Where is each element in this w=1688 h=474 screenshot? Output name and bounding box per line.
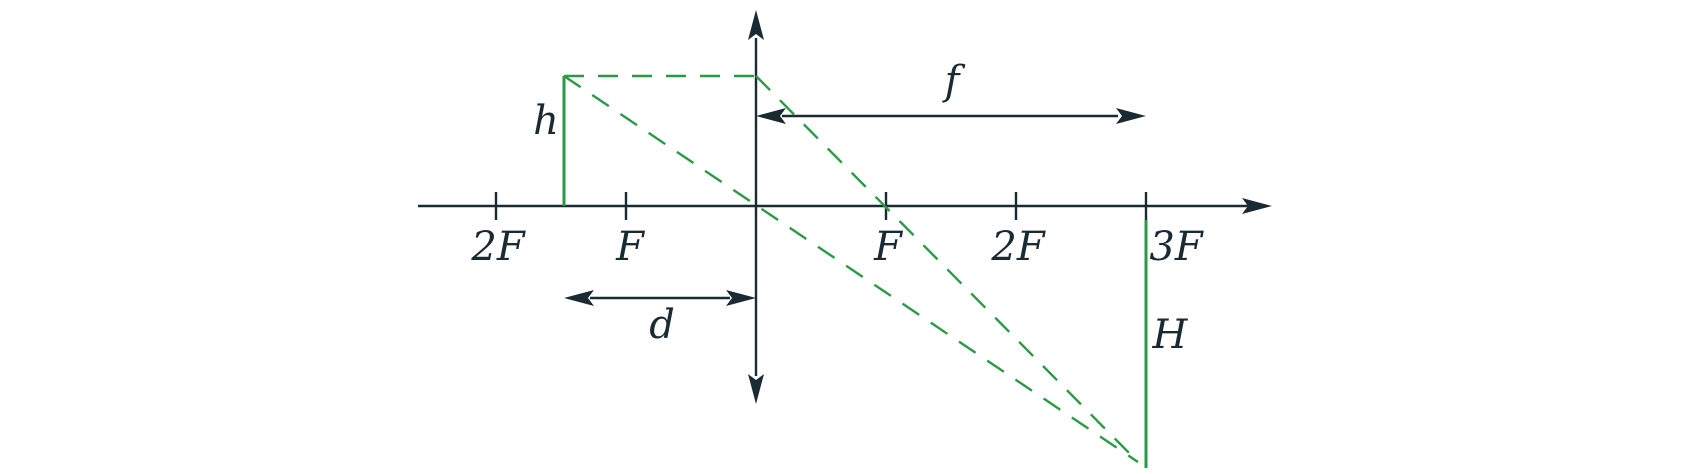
tick-label-F-left: F bbox=[615, 224, 645, 270]
tick-label-F-right: F bbox=[873, 224, 903, 270]
center-ray bbox=[563, 75, 1139, 463]
object-distance-label: d bbox=[649, 302, 675, 348]
object-height-label: h bbox=[533, 98, 559, 144]
focal-length-label: f bbox=[942, 58, 966, 104]
focal-length-arrow bbox=[756, 108, 1146, 124]
object-distance-arrow bbox=[564, 290, 756, 306]
refracted-ray bbox=[755, 75, 1139, 463]
light-rays bbox=[563, 74, 1139, 463]
tick-label-3F: 3F bbox=[1149, 224, 1203, 270]
axis-ticks bbox=[494, 192, 1148, 220]
tick-label-2F-left: 2F bbox=[470, 224, 525, 270]
lens bbox=[748, 10, 764, 404]
tick-label-2F-right: 2F bbox=[990, 224, 1045, 270]
optical-axis bbox=[418, 198, 1272, 214]
image-height-label: H bbox=[1152, 312, 1189, 358]
